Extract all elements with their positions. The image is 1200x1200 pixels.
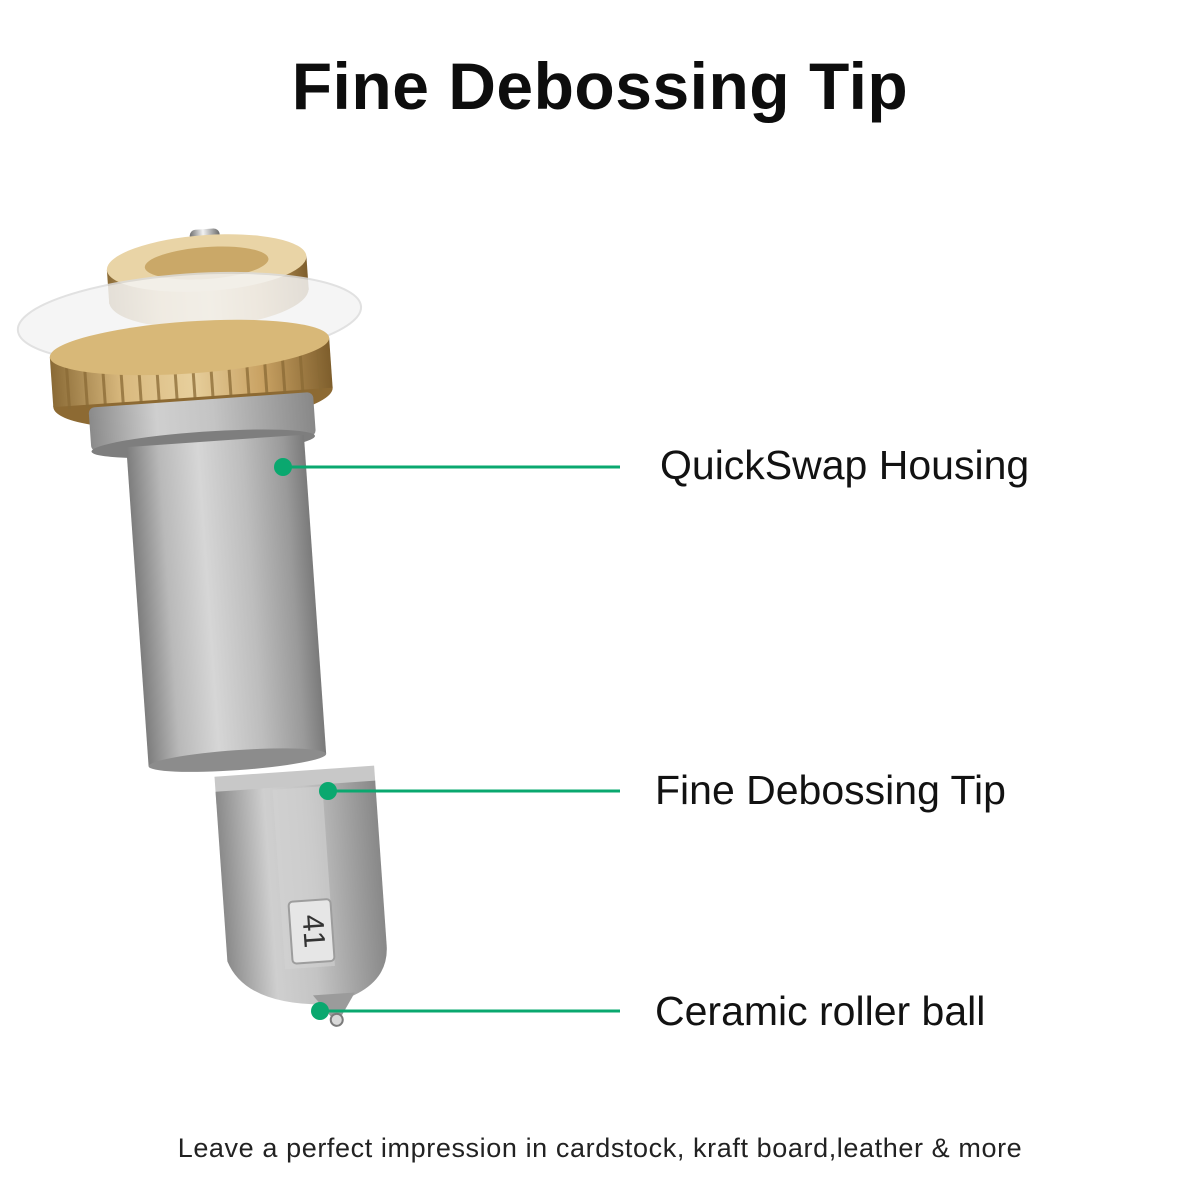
callout-label-ceramic-roller-ball: Ceramic roller ball — [655, 988, 986, 1034]
caption: Leave a perfect impression in cardstock,… — [177, 1133, 1023, 1163]
callout-housing — [274, 458, 620, 476]
tip-number-plate: 41 — [287, 898, 336, 965]
tool-body: 41 — [16, 228, 387, 1027]
callout-ball — [311, 1002, 620, 1020]
page-title: Fine Debossing Tip — [291, 49, 909, 123]
fine-debossing-tip-body — [214, 765, 387, 1005]
callout-label-quickswap-housing: QuickSwap Housing — [660, 442, 1030, 488]
callout-tip — [319, 782, 620, 800]
callout-label-fine-debossing-tip: Fine Debossing Tip — [655, 767, 1006, 813]
ceramic-roller-ball — [312, 992, 355, 1027]
tip-number: 41 — [295, 913, 330, 949]
quickswap-housing — [126, 434, 327, 772]
